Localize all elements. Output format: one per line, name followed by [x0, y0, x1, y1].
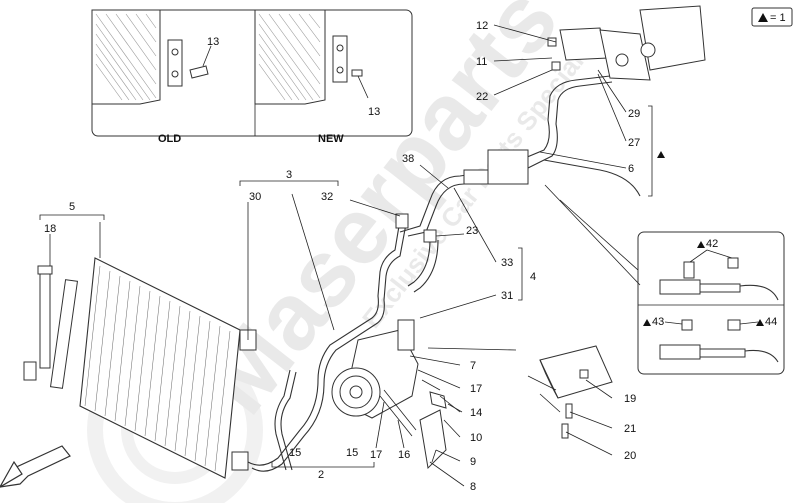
group-brackets	[39, 105, 665, 468]
callout-numbers: 12 11 22 29 27 6 38 3 30 32 5 18 23 33 4…	[44, 20, 640, 493]
callout-17-right: 17	[470, 383, 482, 395]
callout-11: 11	[476, 56, 487, 68]
callout-3: 3	[286, 169, 292, 181]
condenser	[23, 257, 257, 479]
triangle-icon	[756, 319, 764, 326]
legend-text: = 1	[770, 12, 786, 24]
triangle-icon	[643, 319, 651, 326]
inset-new-label: NEW	[318, 133, 344, 145]
bracket-hardware	[419, 345, 613, 470]
inset-new-callout: 13	[368, 106, 380, 118]
detail-label-42: 42	[706, 238, 718, 250]
callout-38: 38	[402, 153, 414, 165]
callout-22: 22	[476, 91, 488, 103]
callout-2: 2	[318, 469, 324, 481]
triangle-icon	[657, 151, 665, 158]
pipe-lines	[247, 75, 641, 472]
callout-9: 9	[470, 456, 476, 468]
front-direction-arrow-icon	[0, 445, 71, 488]
callout-23: 23	[466, 225, 478, 237]
callout-6: 6	[628, 163, 634, 175]
callout-14: 14	[470, 407, 482, 419]
inset-old-label: OLD	[158, 133, 181, 145]
detail-label-44: 44	[765, 316, 777, 328]
callout-15-right: 15	[346, 447, 358, 459]
inset-old-callout: 13	[207, 36, 219, 48]
callout-30: 30	[249, 191, 261, 203]
callout-7: 7	[470, 360, 476, 372]
detail-label-43: 43	[652, 316, 664, 328]
callout-10: 10	[470, 432, 482, 444]
expansion-valve-assembly	[547, 5, 706, 81]
callout-18: 18	[44, 223, 56, 235]
callout-33: 33	[501, 257, 513, 269]
triangle-icon	[697, 241, 705, 248]
inset-old-radiator	[91, 9, 212, 105]
callout-17-left: 17	[370, 449, 382, 461]
callout-15-left: 15	[289, 447, 301, 459]
callout-19: 19	[624, 393, 636, 405]
compressor	[331, 319, 419, 437]
callout-8: 8	[470, 481, 476, 493]
callout-31: 31	[501, 290, 513, 302]
callout-32: 32	[321, 191, 333, 203]
triangle-icon	[758, 13, 768, 22]
callout-4: 4	[530, 271, 536, 283]
callout-12: 12	[476, 20, 488, 32]
callout-16: 16	[398, 449, 410, 461]
callout-20: 20	[624, 450, 636, 462]
inset-old-new: 13 13 OLD NEW	[91, 9, 413, 145]
callout-27: 27	[628, 137, 640, 149]
inset-new-radiator	[254, 9, 369, 105]
callout-5: 5	[69, 201, 75, 213]
detail-box: 42 43 44	[544, 184, 785, 375]
callout-29: 29	[628, 108, 640, 120]
legend-box: = 1	[751, 7, 793, 27]
leader-lines	[49, 24, 627, 487]
callout-21: 21	[624, 423, 636, 435]
